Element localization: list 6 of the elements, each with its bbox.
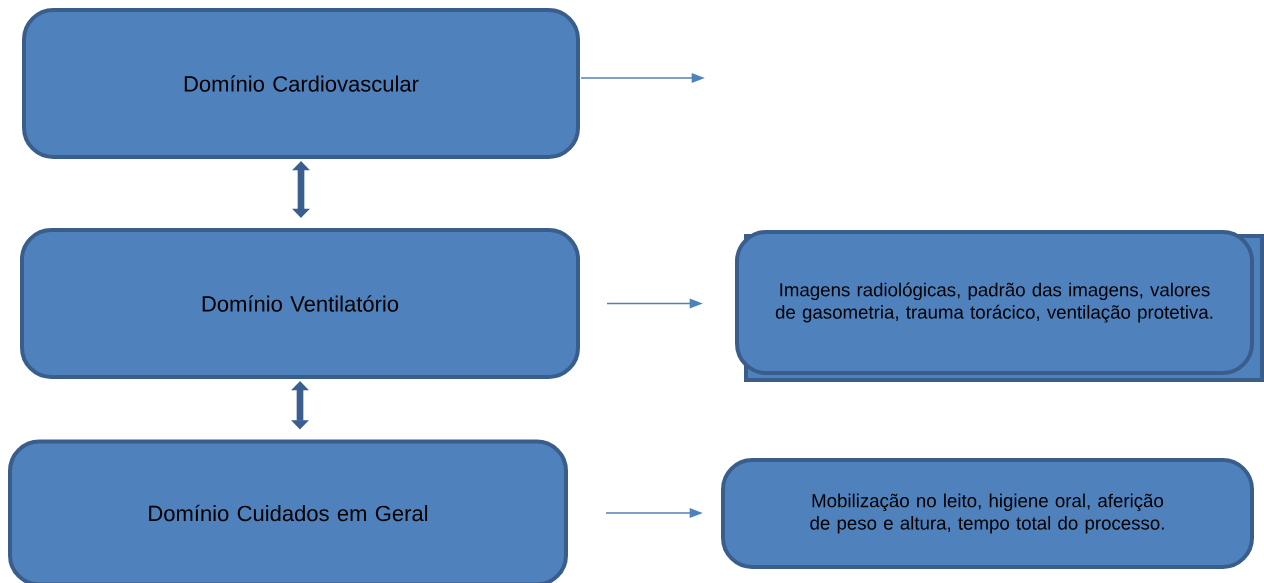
process-box: Domínio Ventilatório (20, 228, 580, 379)
process-box: Imagens radiológicas, padrão das imagens, valores de gasometria, trauma torácico, ventilação protetiva. (735, 230, 1264, 382)
process-box: Mobilização no leito, higiene oral, aferição de peso e altura, tempo total do processo. (721, 458, 1254, 569)
arrow (292, 161, 310, 218)
process-box: Domínio Cardiovascular (22, 8, 580, 159)
process-box: Domínio Cuidados em Geral (8, 439, 568, 583)
